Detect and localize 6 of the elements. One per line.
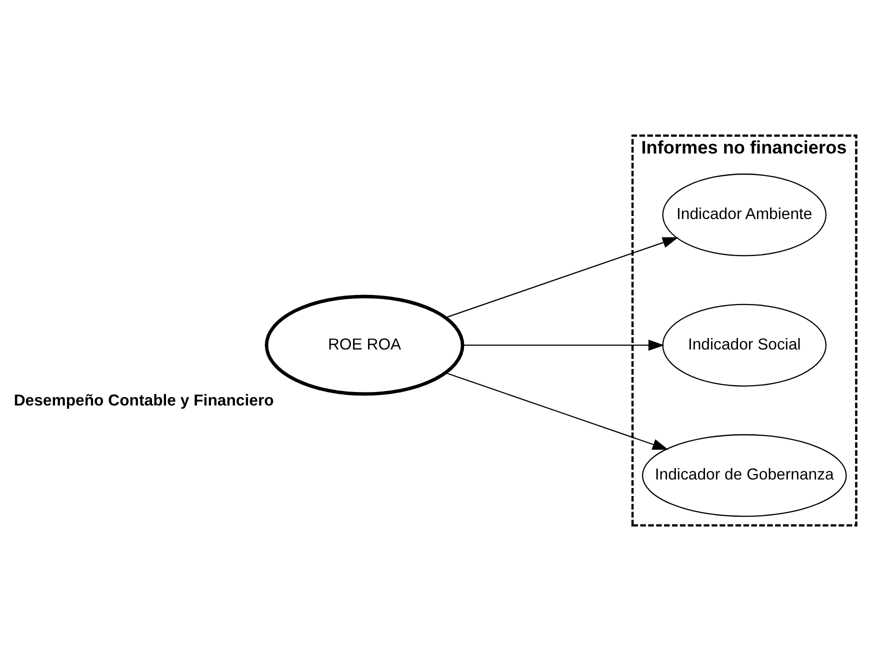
node-ellipse: Indicador de Gobernanza — [641, 434, 846, 516]
arrow — [445, 236, 678, 318]
node-ellipse: Indicador Social — [662, 303, 826, 386]
node-ellipse: ROE ROA — [264, 294, 464, 396]
arrow — [462, 339, 664, 350]
arrow — [445, 372, 668, 450]
